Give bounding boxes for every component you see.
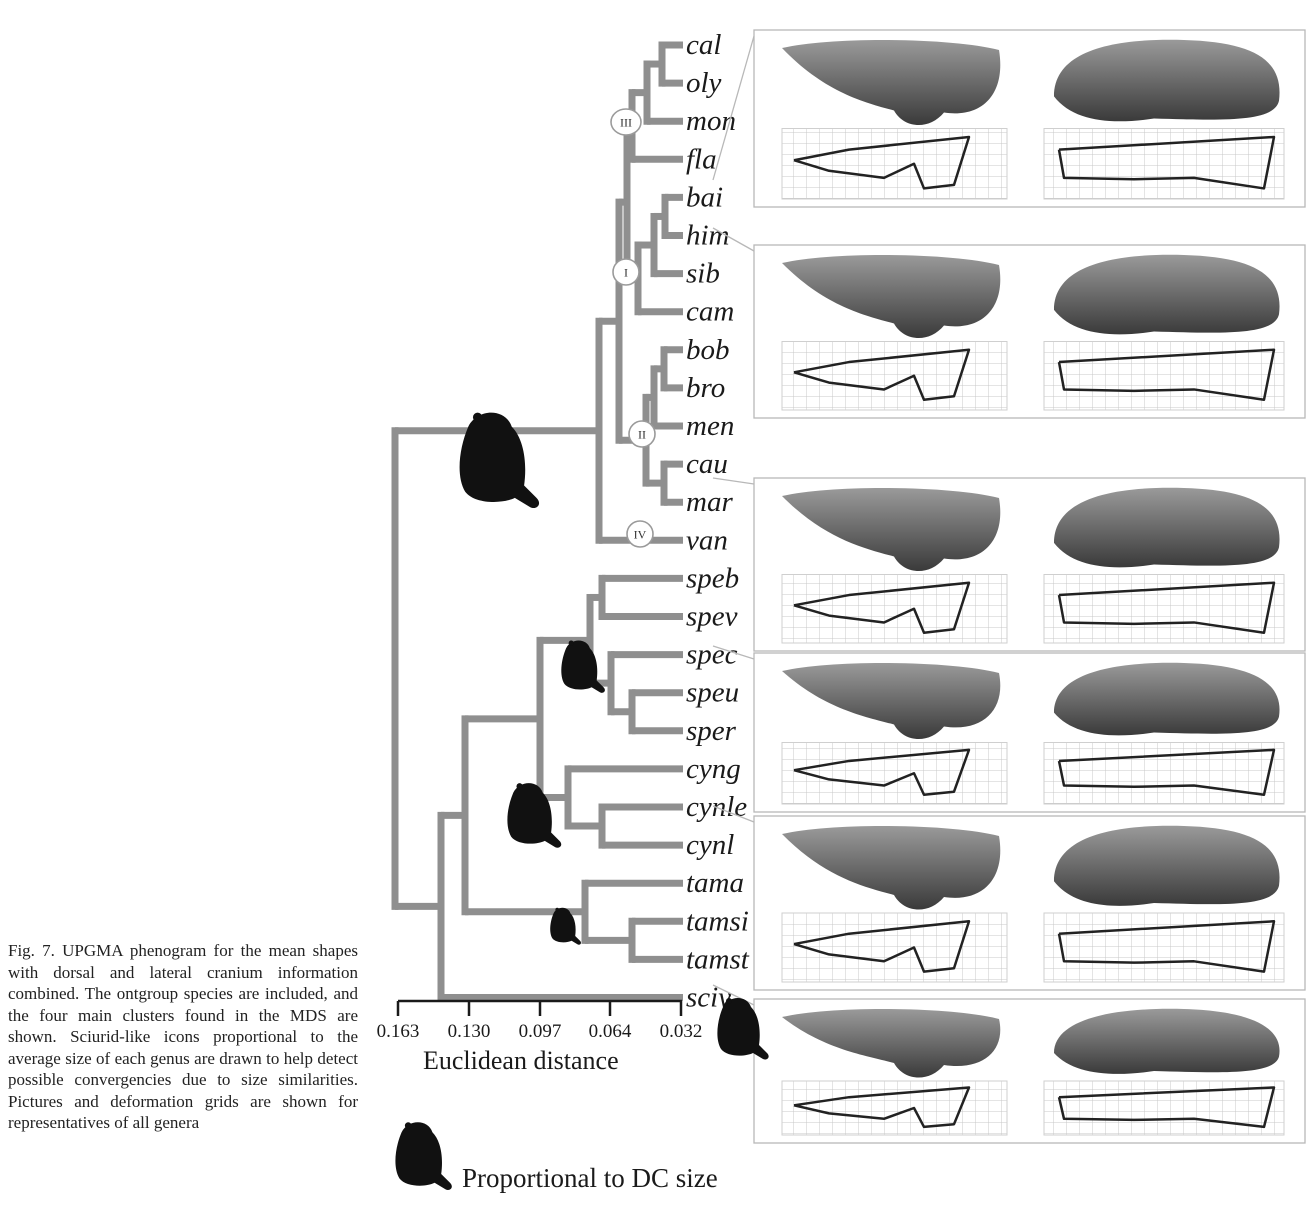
tip-label-cau: cau [686,448,728,480]
axis-tick-label: 0.064 [589,1021,632,1042]
cluster-label-I: I [624,266,628,280]
tip-label-cal: cal [686,29,721,61]
figure-caption: Fig. 7. UPGMA phenogram for the mean sha… [8,940,358,1134]
tip-label-bob: bob [686,334,730,366]
mandible-deformation-grid [782,575,1007,644]
tip-label-speb: speb [686,562,739,594]
tip-label-bai: bai [686,181,723,213]
tip-label-spec: spec [686,639,738,671]
tip-label-tamsi: tamsi [686,905,749,937]
tip-label-oly: oly [686,67,722,99]
mandible-deformation-grid [782,129,1007,200]
axis-title: Euclidean distance [423,1046,619,1076]
distance-axis: 0.163 0.130 0.097 0.064 0.032 [377,1001,703,1042]
size-icon [395,1122,451,1190]
tip-label-sib: sib [686,258,720,290]
tip-label-spev: spev [686,601,738,633]
tip-label-cynl: cynl [686,829,734,861]
tip-label-men: men [686,410,734,442]
size-icon [460,413,539,508]
tip-label-fla: fla [686,143,717,175]
mandible-deformation-grid [782,1081,1007,1135]
axis-tick-label: 0.130 [448,1021,491,1042]
legend-label: Proportional to DC size [462,1163,718,1194]
cranium-photo [1054,826,1280,906]
tip-label-tamst: tamst [686,943,750,975]
cranium-photo [1054,40,1280,122]
cluster-label-IV: IV [634,528,647,542]
size-icon [561,641,605,693]
tip-label-bro: bro [686,372,725,404]
mandible-deformation-grid [782,743,1007,805]
size-icon [507,783,561,848]
tip-label-mon: mon [686,105,736,137]
tip-label-van: van [686,524,728,556]
tip-labels: cal oly mon fla bai him sib cam bob bro men cau mar v… [686,29,750,1014]
skull-panels [713,30,1305,1143]
mandible-deformation-grid [782,913,1007,982]
tip-label-sper: sper [686,715,737,747]
tip-label-cam: cam [686,296,734,328]
axis-tick-label: 0.032 [660,1021,703,1042]
mandible-deformation-grid [782,342,1007,411]
cluster-label-III: III [620,116,632,130]
axis-tick-label: 0.163 [377,1021,420,1042]
panel-leader [713,478,754,484]
tip-label-him: him [686,220,730,252]
cluster-label-II: II [638,428,646,442]
tip-label-mar: mar [686,486,733,518]
axis-tick-label: 0.097 [519,1021,562,1042]
tip-label-tama: tama [686,867,744,899]
tip-label-speu: speu [686,677,739,709]
tip-label-cyng: cyng [686,753,741,785]
